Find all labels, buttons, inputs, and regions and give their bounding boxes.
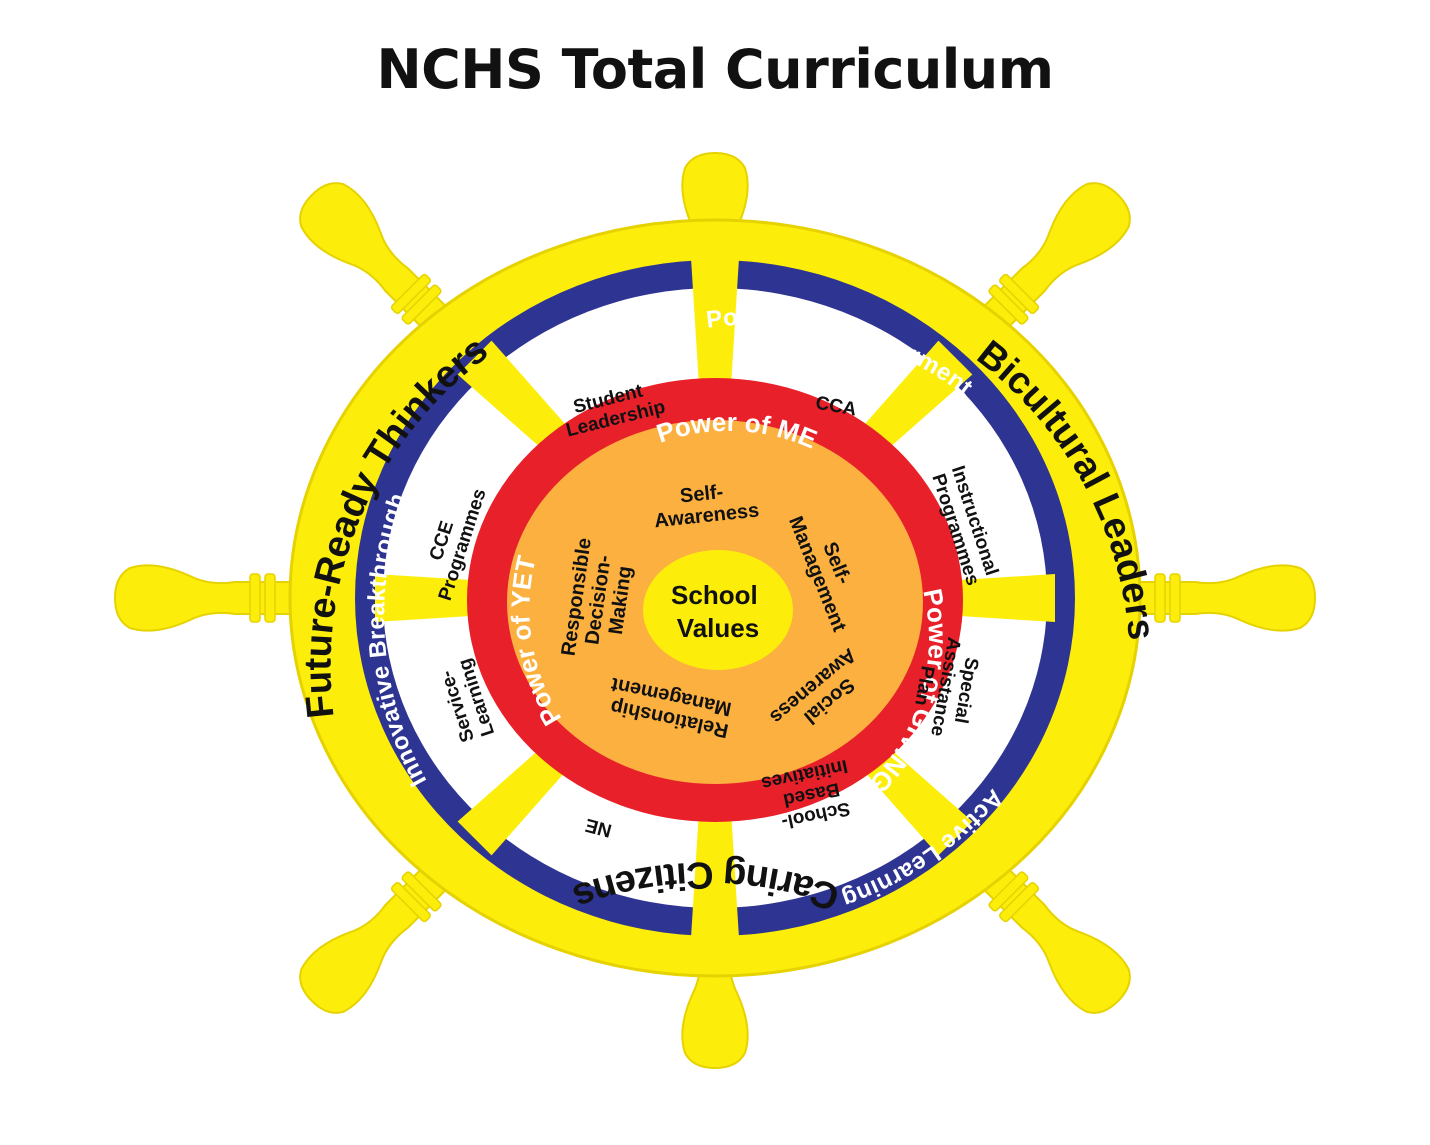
handle-left xyxy=(113,564,416,632)
handle-right xyxy=(1014,564,1317,632)
page-title: NCHS Total Curriculum xyxy=(376,38,1054,101)
inner-spoke-top xyxy=(691,258,739,418)
center-school-values: School Values xyxy=(671,580,765,643)
programme-student-leadership: Student Leadership xyxy=(559,376,668,441)
center-circle xyxy=(643,550,793,670)
